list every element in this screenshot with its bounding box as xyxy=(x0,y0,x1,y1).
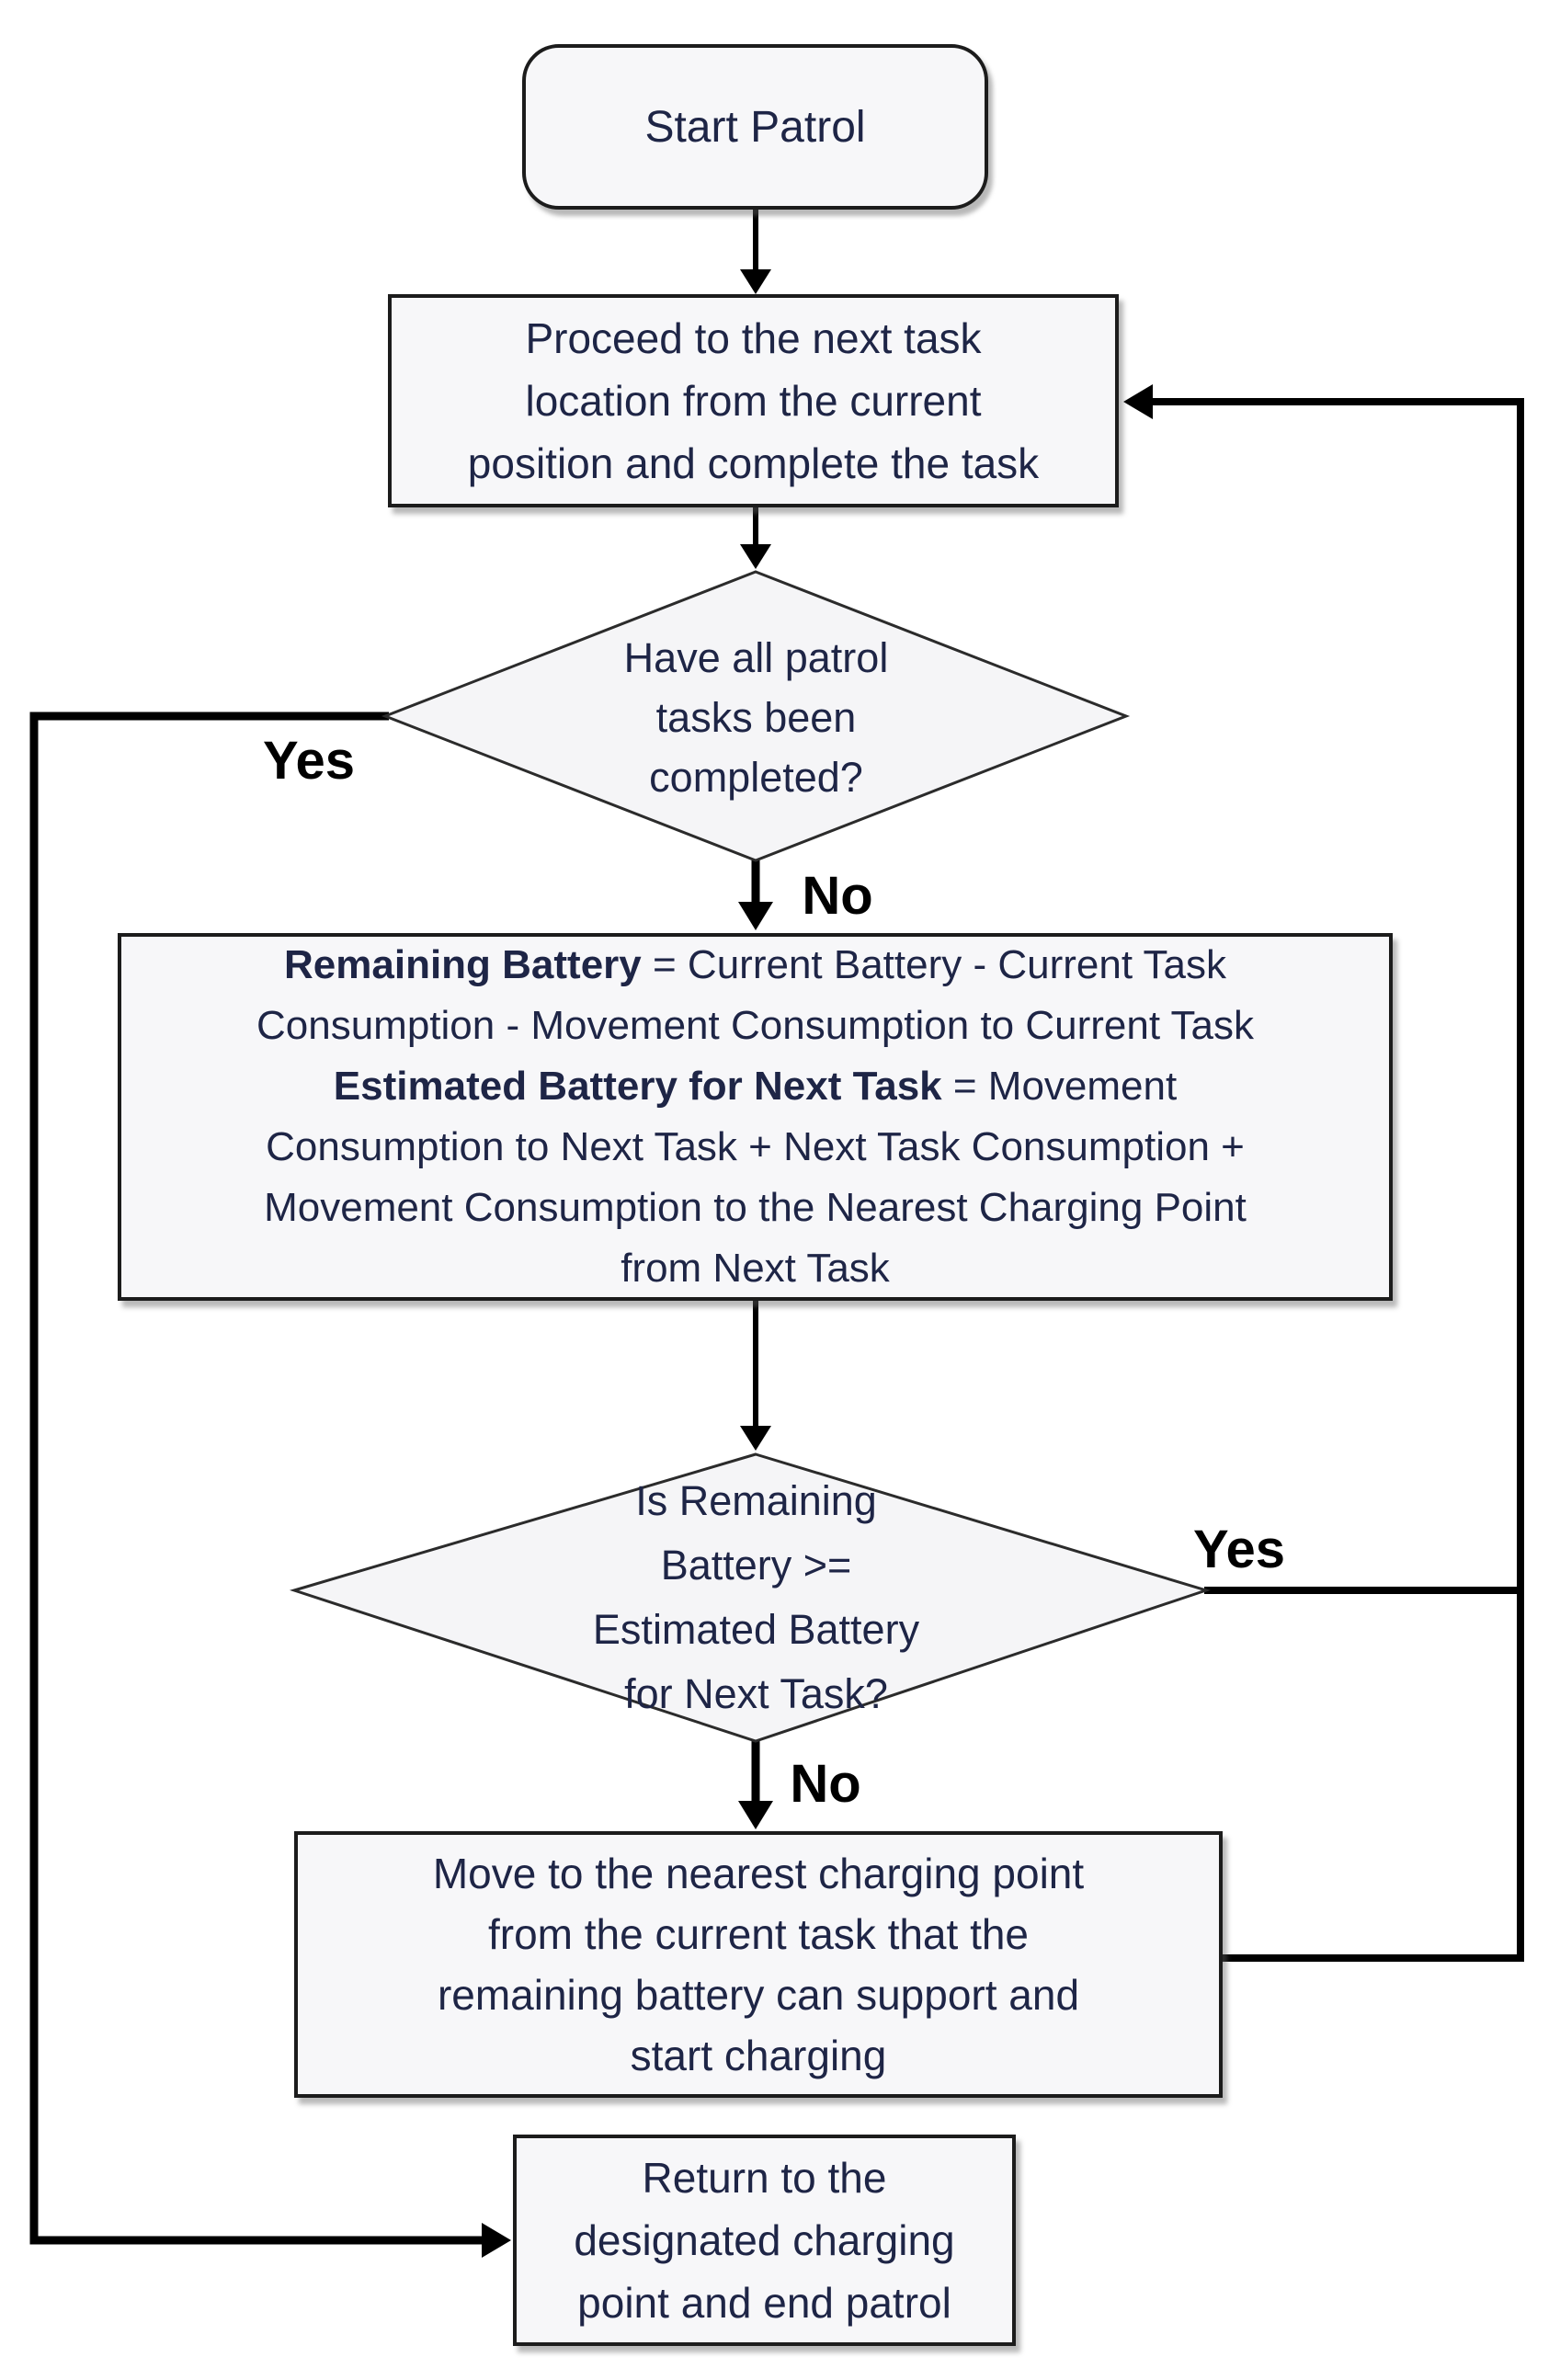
text-line: position and complete the task xyxy=(467,439,1040,487)
text-line: tasks been xyxy=(655,693,857,741)
text-line: Estimated Battery xyxy=(592,1606,920,1653)
text-line: location from the current xyxy=(525,377,982,425)
decision-all-tasks-text: Have all patrol tasks been completed? xyxy=(524,607,988,827)
text-line: Move to the nearest charging point xyxy=(432,1850,1085,1897)
edge-label-battery-yes: Yes xyxy=(1193,1519,1285,1579)
process-proceed-to-next-task: Proceed to the next task location from t… xyxy=(388,294,1119,507)
text-segment: from Next Task xyxy=(621,1246,890,1291)
text-segment: Consumption to Next Task + Next Task Con… xyxy=(266,1124,1245,1169)
text-line: completed? xyxy=(649,753,863,801)
process-battery-calculation: Remaining Battery = Current Battery - Cu… xyxy=(118,933,1393,1301)
arrowhead-tasks-no-icon xyxy=(738,902,773,930)
arrowhead-into-return-icon xyxy=(482,2223,511,2258)
text-line: Battery >= xyxy=(660,1542,852,1589)
text-line: for Next Task? xyxy=(624,1670,888,1717)
text-line: Return to the xyxy=(642,2154,887,2202)
arrowhead-start-proceed-icon xyxy=(740,269,771,294)
text-line: Remaining Battery = Current Battery - Cu… xyxy=(284,935,1226,996)
arrowhead-calc-decision-icon xyxy=(740,1426,771,1451)
calc-term-remaining-battery: Remaining Battery xyxy=(284,942,642,987)
calc-term-estimated-battery: Estimated Battery for Next Task xyxy=(333,1064,942,1109)
text-line: Consumption to Next Task + Next Task Con… xyxy=(266,1117,1245,1178)
text-segment: = Current Battery - Current Task xyxy=(641,942,1226,987)
terminator-start-patrol: Start Patrol xyxy=(522,44,988,210)
text-line: point and end patrol xyxy=(577,2279,951,2327)
text-line: Have all patrol xyxy=(623,633,889,681)
decision-battery-diamond xyxy=(289,1452,1211,1743)
text-line: Consumption - Movement Consumption to Cu… xyxy=(256,996,1254,1056)
arrowhead-battery-no-icon xyxy=(738,1801,773,1829)
text-line: designated charging xyxy=(574,2216,955,2264)
edge-label-battery-no: No xyxy=(790,1753,861,1814)
edge-label-tasks-yes: Yes xyxy=(263,730,355,791)
edge-loop-back-to-proceed xyxy=(1136,398,1524,1962)
start-patrol-label: Start Patrol xyxy=(644,102,866,152)
text-line: Estimated Battery for Next Task = Moveme… xyxy=(334,1056,1177,1117)
text-line: remaining battery can support and xyxy=(437,1971,1080,2019)
decision-battery-text: Is Remaining Battery >= Estimated Batter… xyxy=(524,1469,988,1726)
edge-label-tasks-no: No xyxy=(802,865,873,926)
process-return-end-patrol: Return to the designated charging point … xyxy=(513,2135,1016,2346)
edge-tasks-yes-to-return xyxy=(29,712,491,2245)
text-segment: Movement Consumption to the Nearest Char… xyxy=(264,1185,1247,1230)
process-move-to-charging-point: Move to the nearest charging point from … xyxy=(294,1831,1223,2098)
arrowhead-proceed-decision-icon xyxy=(740,544,771,569)
text-line: Is Remaining xyxy=(635,1477,877,1524)
text-line: from the current task that the xyxy=(487,1910,1030,1958)
text-segment: Consumption - Movement Consumption to Cu… xyxy=(256,1003,1254,1048)
text-segment: = Movement xyxy=(941,1064,1178,1109)
text-line: from Next Task xyxy=(621,1238,890,1299)
arrowhead-into-proceed-icon xyxy=(1123,384,1153,419)
text-line: Proceed to the next task xyxy=(525,314,982,362)
decision-all-tasks-diamond xyxy=(381,570,1131,862)
text-line: start charging xyxy=(630,2032,887,2079)
text-line: Movement Consumption to the Nearest Char… xyxy=(264,1178,1247,1238)
